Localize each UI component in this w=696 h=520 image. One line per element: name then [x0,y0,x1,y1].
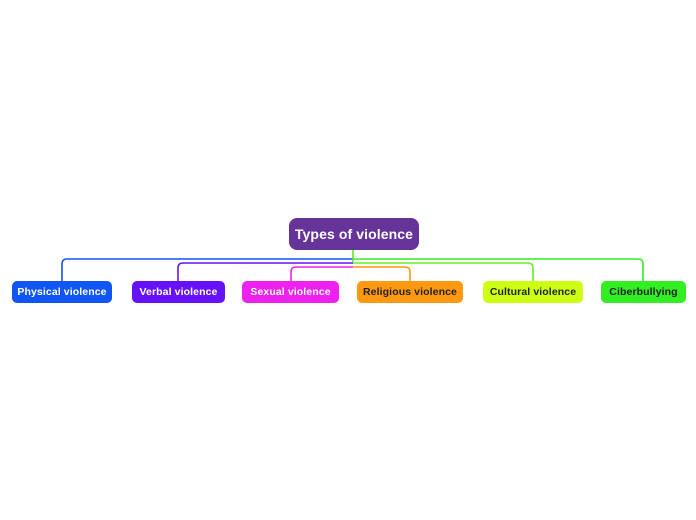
mindmap-node-label: Ciberbullying [609,286,678,298]
connector-line [61,258,353,281]
mindmap-node-religious-violence[interactable]: Religious violence [357,281,463,303]
connector-line [177,262,353,281]
connector-line [353,258,644,281]
connector-line [353,266,411,281]
mindmap-node-label: Physical violence [17,286,107,298]
mindmap-node-label: Sexual violence [250,286,331,298]
mindmap-node-sexual-violence[interactable]: Sexual violence [242,281,339,303]
mindmap-root-node[interactable]: Types of violence [289,218,419,250]
mindmap-root-label: Types of violence [294,226,414,242]
connector-line [353,262,534,281]
mindmap-node-label: Verbal violence [139,286,218,298]
mindmap-node-label: Religious violence [363,286,457,298]
mindmap-node-label: Cultural violence [489,286,577,298]
connector-line [290,266,353,281]
mindmap-node-ciberbullying[interactable]: Ciberbullying [601,281,686,303]
mindmap-node-physical-violence[interactable]: Physical violence [12,281,112,303]
mindmap-node-cultural-violence[interactable]: Cultural violence [483,281,583,303]
mindmap-node-verbal-violence[interactable]: Verbal violence [132,281,225,303]
